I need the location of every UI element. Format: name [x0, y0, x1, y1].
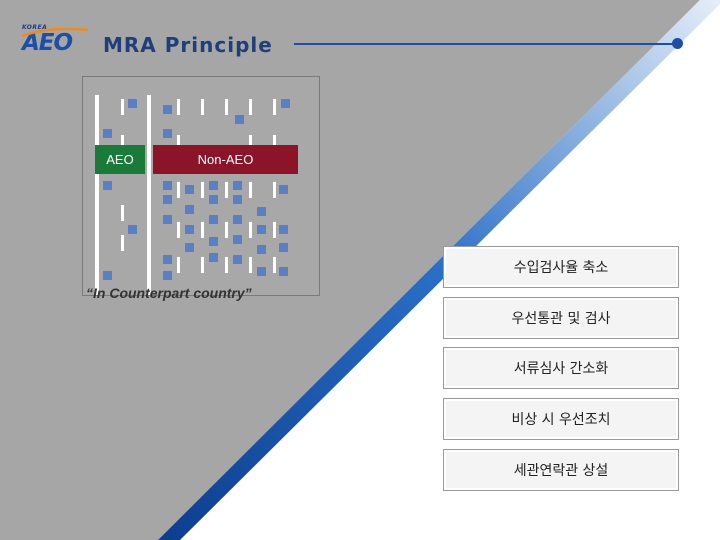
title-divider-dot [672, 38, 683, 49]
benefit-box-4: 비상 시 우선조치 [443, 398, 679, 440]
benefit-box-2: 우선통관 및 검사 [443, 297, 679, 339]
benefit-box-1: 수입검사율 축소 [443, 246, 679, 288]
non-aeo-label: Non-AEO [153, 145, 298, 174]
logo-korea-text: KOREA [22, 24, 48, 31]
title-divider [294, 43, 674, 45]
diagram-caption: “In Counterpart country” [86, 285, 252, 301]
benefit-box-5: 세관연락관 상설 [443, 449, 679, 491]
traffic-lanes [83, 77, 319, 295]
benefit-box-3: 서류심사 간소화 [443, 347, 679, 389]
aeo-label: AEO [95, 145, 145, 174]
logo-swoosh-icon [21, 28, 89, 38]
page-title: MRA Principle [103, 33, 273, 57]
traffic-diagram [82, 76, 320, 296]
